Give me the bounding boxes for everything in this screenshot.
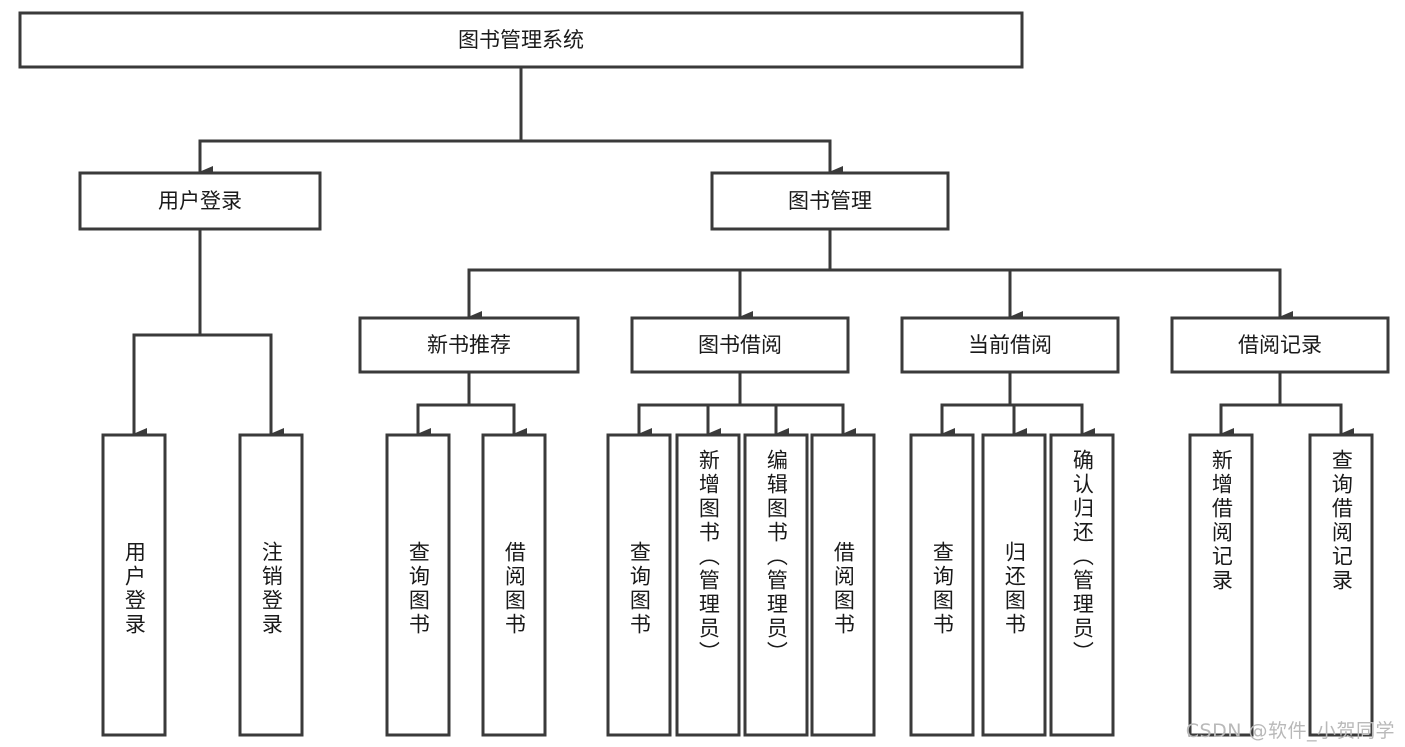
node-label-borrow-record: 借阅记录 — [1238, 333, 1322, 357]
node-label-root: 图书管理系统 — [458, 28, 584, 52]
node-box-borrow-record[interactable] — [1170, 316, 1390, 374]
node-label-book-borrow: 图书借阅 — [698, 333, 782, 357]
node-label-user-login: 用户登录 — [158, 189, 242, 213]
node-box-leaf-user-login[interactable] — [101, 433, 167, 737]
node-box-leaf-add-book[interactable] — [675, 433, 741, 737]
node-box-leaf-logout[interactable] — [238, 433, 304, 737]
node-box-leaf-query-book-rec[interactable] — [385, 433, 451, 737]
node-box-book-manage[interactable] — [710, 171, 950, 231]
node-box-leaf-query-book-borrow[interactable] — [606, 433, 672, 737]
node-box-leaf-add-record[interactable] — [1188, 433, 1254, 737]
node-box-root[interactable] — [18, 11, 1024, 69]
node-box-user-login[interactable] — [78, 171, 322, 231]
watermark-credit: CSDN @软件_小贺同学 — [1185, 720, 1395, 742]
node-box-leaf-query-record[interactable] — [1308, 433, 1374, 737]
node-label-current-borrow: 当前借阅 — [968, 333, 1052, 357]
boxes-layer — [18, 11, 1390, 737]
node-label-book-manage: 图书管理 — [788, 189, 872, 213]
node-box-leaf-query-book-cur[interactable] — [909, 433, 975, 737]
node-label-new-book-rec: 新书推荐 — [427, 333, 511, 357]
node-box-leaf-confirm-return[interactable] — [1049, 433, 1115, 737]
node-box-leaf-borrow-book-rec[interactable] — [481, 433, 547, 737]
node-box-new-book-rec[interactable] — [358, 316, 580, 374]
node-box-current-borrow[interactable] — [900, 316, 1120, 374]
node-box-leaf-return-book[interactable] — [981, 433, 1047, 737]
node-box-leaf-edit-book[interactable] — [743, 433, 809, 737]
node-box-leaf-borrow-book[interactable] — [810, 433, 876, 737]
connectors-layer — [132, 65, 1354, 440]
node-box-book-borrow[interactable] — [630, 316, 850, 374]
